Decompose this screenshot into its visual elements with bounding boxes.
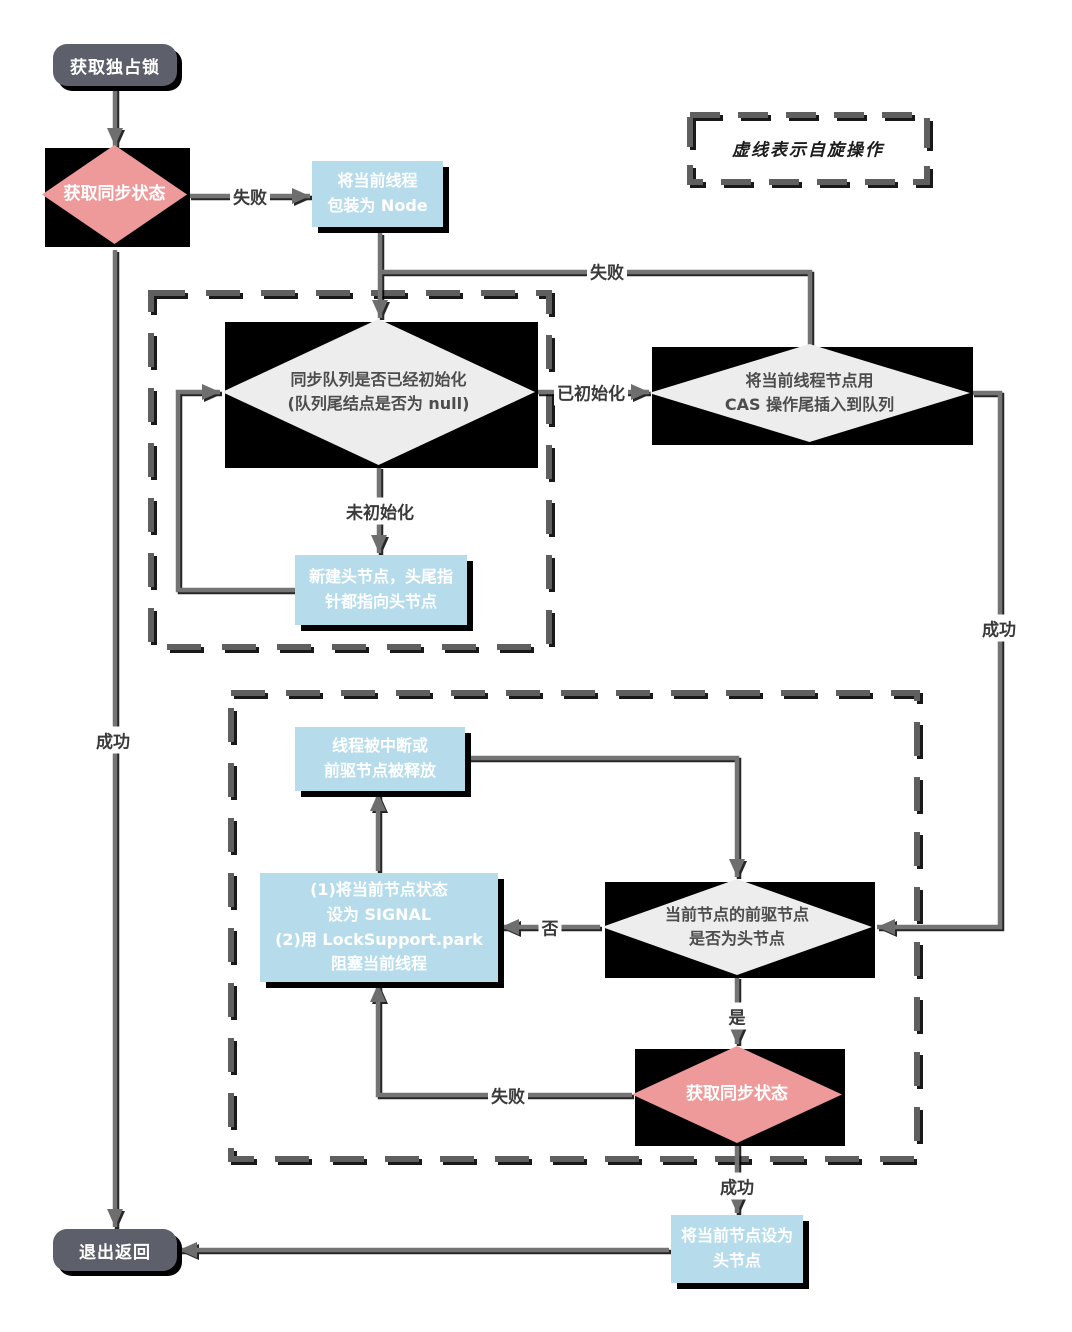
decision-cas-enqueue-line1: 将当前线程节点用 bbox=[745, 371, 874, 390]
decision-acquire-state-1-label: 获取同步状态 bbox=[63, 183, 166, 204]
node-signal-and-park-line1: (1)将当前节点状态 bbox=[310, 879, 448, 899]
node-start-label: 获取独占锁 bbox=[70, 57, 160, 78]
decision-queue-initialized-line1: 同步队列是否已经初始化 bbox=[290, 370, 467, 389]
legend-box bbox=[687, 112, 930, 185]
decision-queue-initialized-line2: (队列尾结点是否为 null) bbox=[287, 394, 470, 413]
label-uninitialized: 未初始化 bbox=[343, 497, 417, 525]
node-new-head-line2: 针都指向头节点 bbox=[324, 592, 437, 611]
label-success-bottom: 成功 bbox=[717, 1172, 757, 1200]
label-fail-2: 失败 bbox=[488, 1081, 528, 1109]
edge-cas-success-to-predhead bbox=[877, 390, 1003, 935]
legend-label: 虚线表示自旋操作 bbox=[732, 140, 884, 161]
node-start: 获取独占锁 bbox=[53, 44, 177, 86]
decision-pred-is-head-line2: 是否为头节点 bbox=[688, 929, 785, 948]
node-wrap-node-line1: 将当前线程 bbox=[337, 171, 418, 191]
node-interrupted-line2: 前驱节点被释放 bbox=[323, 761, 436, 780]
node-set-head: 将当前节点设为 头节点 bbox=[671, 1215, 803, 1283]
decision-pred-is-head: 当前节点的前驱节点 是否为头节点 bbox=[602, 879, 875, 978]
label-initialized: 已初始化 bbox=[554, 378, 628, 406]
edge-acquire2-fail-to-park bbox=[370, 984, 632, 1098]
label-yes: 是 bbox=[725, 1002, 749, 1030]
decision-pred-is-head-shape: 当前节点的前驱节点 是否为头节点 bbox=[602, 879, 872, 975]
edge-interrupted-to-predhead bbox=[467, 755, 745, 877]
decision-cas-enqueue-shape: 将当前线程节点用 CAS 操作尾插入到队列 bbox=[649, 344, 970, 442]
node-new-head-line1: 新建头节点，头尾指 bbox=[308, 567, 453, 587]
node-set-head-line2: 头节点 bbox=[712, 1251, 761, 1270]
node-wrap-node: 将当前线程 包装为 Node bbox=[312, 161, 443, 227]
node-signal-and-park: (1)将当前节点状态 设为 SIGNAL (2)用 LockSupport.pa… bbox=[260, 873, 498, 982]
node-interrupted-line1: 线程被中断或 bbox=[331, 736, 428, 756]
spin-region-enqueue bbox=[148, 290, 552, 650]
node-signal-and-park-line3: (2)用 LockSupport.park bbox=[275, 929, 483, 949]
spin-region-wait bbox=[228, 690, 920, 1162]
decision-acquire-state-1-shape: 获取同步状态 bbox=[42, 145, 187, 244]
label-no: 否 bbox=[538, 913, 562, 941]
node-exit-label: 退出返回 bbox=[79, 1242, 151, 1263]
decision-acquire-state-1: 获取同步状态 bbox=[42, 145, 190, 247]
decision-queue-initialized-shape: 同步队列是否已经初始化 (队列尾结点是否为 null) bbox=[222, 319, 535, 465]
decision-cas-enqueue-line2: CAS 操作尾插入到队列 bbox=[724, 395, 895, 414]
node-interrupted-or-released: 线程被中断或 前驱节点被释放 bbox=[295, 727, 465, 791]
node-signal-and-park-line4: 阻塞当前线程 bbox=[330, 954, 427, 974]
edge-cas-fail-feedback bbox=[381, 269, 813, 345]
decision-acquire-state-2-shape: 获取同步状态 bbox=[632, 1046, 842, 1143]
label-success-right: 成功 bbox=[979, 614, 1019, 642]
decision-acquire-state-2-label: 获取同步状态 bbox=[686, 1083, 788, 1104]
label-fail-1: 失败 bbox=[230, 182, 270, 210]
decision-pred-is-head-line1: 当前节点的前驱节点 bbox=[664, 905, 809, 924]
decision-queue-initialized: 同步队列是否已经初始化 (队列尾结点是否为 null) bbox=[222, 319, 538, 468]
edge-newhead-loop-to-queueinit bbox=[175, 384, 297, 593]
decision-cas-enqueue: 将当前线程节点用 CAS 操作尾插入到队列 bbox=[649, 344, 973, 445]
node-new-head: 新建头节点，头尾指 针都指向头节点 bbox=[295, 555, 467, 625]
decision-acquire-state-2: 获取同步状态 bbox=[632, 1046, 845, 1146]
label-fail-top: 失败 bbox=[587, 257, 627, 285]
label-success-left: 成功 bbox=[93, 726, 133, 754]
node-set-head-line1: 将当前节点设为 bbox=[680, 1226, 793, 1246]
node-signal-and-park-line2: 设为 SIGNAL bbox=[326, 904, 432, 924]
node-wrap-node-line2: 包装为 Node bbox=[327, 196, 428, 215]
node-exit: 退出返回 bbox=[53, 1229, 177, 1271]
